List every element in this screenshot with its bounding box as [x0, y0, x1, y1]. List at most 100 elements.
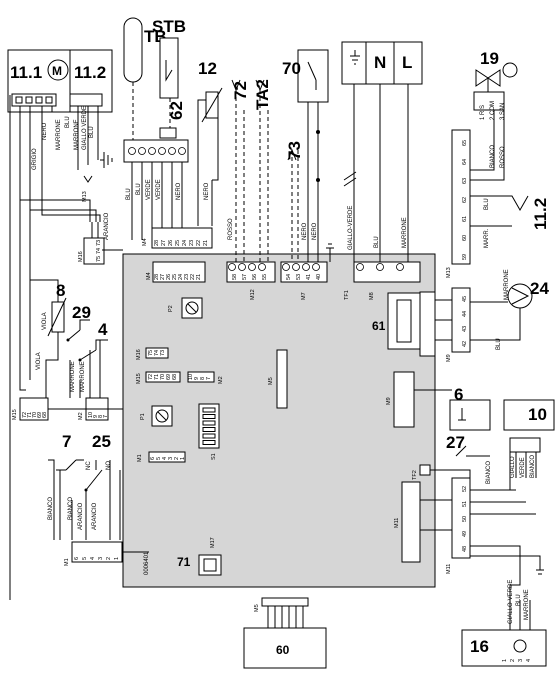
- terminal-screw: [356, 263, 364, 271]
- svg-text:MARRONE: MARRONE: [524, 589, 530, 620]
- terminal-screw: [138, 147, 146, 155]
- svg-text:GIALLO-VERDE: GIALLO-VERDE: [508, 580, 514, 624]
- svg-text:GIALLO: GIALLO: [510, 456, 516, 478]
- svg-text:MARRONE: MARRONE: [402, 217, 408, 248]
- pin-label: 48: [462, 546, 468, 552]
- potentiometer-p1: P1: [140, 405, 173, 427]
- sensor-12: 12 NERO: [197, 59, 223, 200]
- pin-label: 7: [206, 377, 212, 380]
- pin-label: 21: [196, 274, 202, 280]
- svg-text:P1: P1: [140, 413, 146, 420]
- terminal-screw: [302, 263, 310, 271]
- pin-label: 6: [74, 557, 80, 560]
- svg-text:ROSSO: ROSSO: [500, 146, 506, 168]
- pump-24: 24: [507, 279, 549, 309]
- pin-label: 4: [526, 659, 532, 662]
- svg-text:BLU: BLU: [516, 594, 522, 606]
- valve-19: 19: [473, 49, 518, 111]
- pin-label: 58: [232, 274, 238, 280]
- power-supply-block: N L: [341, 41, 423, 85]
- component-11-2: 11.2: [69, 49, 113, 113]
- pin-label: 23: [184, 274, 190, 280]
- pin-label: 9: [93, 415, 99, 418]
- svg-text:M15: M15: [12, 409, 18, 420]
- pin-label: 73: [96, 240, 102, 246]
- terminal-screw: [258, 263, 266, 271]
- svg-text:BIANCO: BIANCO: [490, 145, 496, 168]
- svg-text:NERO: NERO: [176, 182, 182, 200]
- fuse-61: 61: [372, 292, 421, 350]
- pin-label: 3: [168, 457, 174, 460]
- pin-label: 59: [462, 254, 468, 260]
- svg-text:M7: M7: [301, 292, 307, 300]
- svg-text:11.2: 11.2: [74, 63, 106, 82]
- pin-label: 27: [160, 274, 166, 280]
- terminal-screw: [282, 263, 290, 271]
- pin-label: 72: [148, 374, 154, 380]
- connector-pin: [15, 96, 23, 104]
- svg-text:NERO: NERO: [42, 122, 48, 140]
- pin-label: 10: [88, 412, 94, 418]
- pin-label: 68: [172, 374, 178, 380]
- pin-label: 25: [172, 274, 178, 280]
- switch-29: 29: [66, 303, 91, 342]
- component-11-1: 11.1 M: [7, 49, 81, 113]
- pin-label: 70: [160, 374, 166, 380]
- svg-text:MARRONE: MARRONE: [70, 361, 76, 392]
- terminal-screw: [238, 263, 246, 271]
- svg-text:M12: M12: [250, 289, 256, 300]
- svg-text:TF2: TF2: [412, 470, 418, 480]
- svg-text:M16: M16: [136, 349, 142, 360]
- pin-label: 71: [154, 374, 160, 380]
- svg-text:61: 61: [372, 319, 386, 333]
- svg-text:M11: M11: [394, 518, 400, 528]
- svg-text:GIALLO VERDE: GIALLO VERDE: [82, 106, 88, 150]
- svg-text:M5: M5: [254, 604, 260, 612]
- terminal-screw: [312, 263, 320, 271]
- svg-text:4: 4: [98, 320, 108, 339]
- board-code: 0006401: [144, 551, 150, 575]
- pin-label: 74: [154, 350, 160, 356]
- pin-label: 27: [161, 240, 167, 246]
- svg-text:M8: M8: [369, 292, 375, 300]
- component-72: 72: [231, 79, 250, 100]
- svg-text:60: 60: [276, 643, 290, 657]
- svg-text:M13: M13: [446, 267, 452, 278]
- svg-text:29: 29: [72, 303, 91, 322]
- svg-text:7: 7: [62, 432, 71, 451]
- pin-label: 9: [194, 377, 200, 380]
- svg-text:2 COM: 2 COM: [490, 101, 496, 120]
- component-10: 10: [503, 399, 555, 453]
- svg-text:M1: M1: [137, 454, 143, 462]
- switch-4: 4: [78, 320, 108, 362]
- pin-label: 2: [106, 557, 112, 560]
- svg-text:10: 10: [528, 405, 547, 424]
- svg-text:BLU: BLU: [89, 126, 95, 138]
- svg-text:GIALLO-VERDE: GIALLO-VERDE: [348, 206, 354, 250]
- pin-label: 49: [462, 531, 468, 537]
- pin-label: 22: [196, 240, 202, 246]
- svg-text:BIANCO: BIANCO: [68, 497, 74, 520]
- pin-label: 75: [96, 256, 102, 262]
- svg-text:ARANCIO: ARANCIO: [104, 212, 110, 240]
- component-73: 73: [285, 141, 304, 161]
- svg-text:BLU: BLU: [374, 236, 380, 248]
- pin-label: 2: [174, 457, 180, 460]
- svg-text:TF1: TF1: [344, 290, 350, 300]
- pin-label: 3: [98, 557, 104, 560]
- component-70: 70: [282, 49, 329, 103]
- svg-text:TA2: TA2: [253, 79, 272, 110]
- component-62: 62: [159, 101, 186, 139]
- svg-text:M4: M4: [142, 238, 148, 246]
- svg-text:11.2: 11.2: [531, 198, 550, 230]
- svg-text:11.1: 11.1: [10, 63, 42, 82]
- svg-text:NERO: NERO: [204, 182, 210, 200]
- svg-text:STB: STB: [152, 17, 186, 36]
- board-connector-m16: M16: [136, 347, 169, 360]
- pin-label: 1: [502, 659, 508, 662]
- board-connector-m2: M2: [187, 371, 224, 384]
- component-27: 27: [436, 433, 490, 471]
